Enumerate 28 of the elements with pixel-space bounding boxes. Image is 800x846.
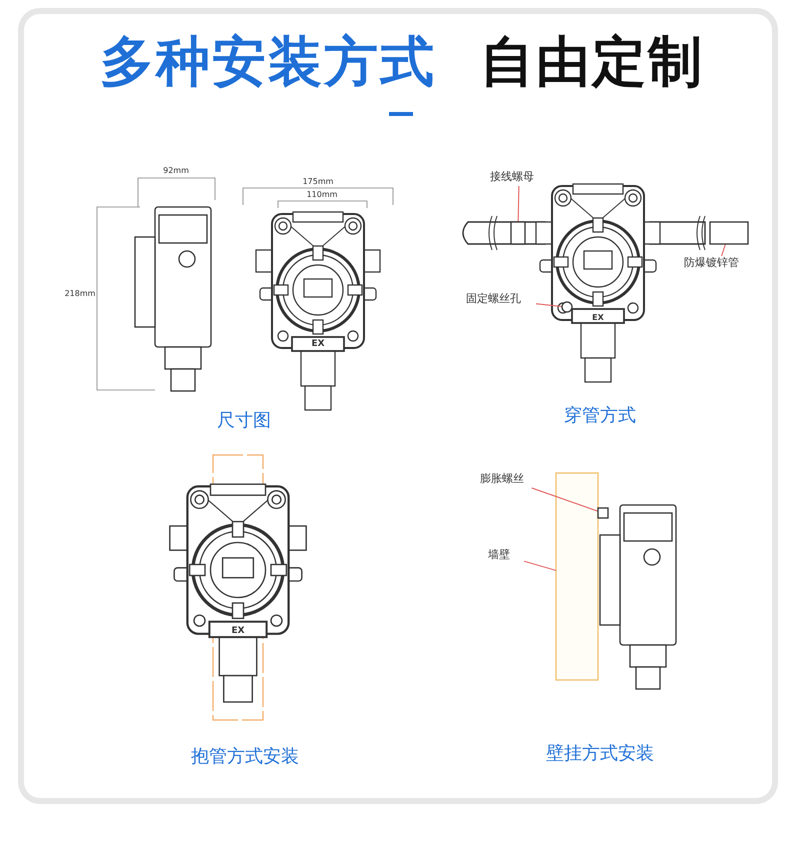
caption: 穿管方式 (564, 405, 636, 427)
leader-line (518, 186, 520, 222)
title: 自由定制 (480, 30, 704, 95)
callout-label: 固定螺丝孔 (466, 292, 521, 306)
wall (555, 472, 599, 681)
title: 多种安装方式 (100, 30, 436, 95)
ex-mark: EX (311, 339, 325, 350)
leader-line (524, 560, 556, 571)
callout-label: 膨胀螺丝 (480, 472, 524, 486)
ex-mark: EX (592, 313, 604, 323)
callout-label: 接线螺母 (490, 170, 534, 184)
dimension-label: 218mm (64, 289, 96, 299)
callout-label: 防爆镀锌管 (684, 256, 739, 270)
leader-line (536, 303, 562, 307)
caption: 壁挂方式安装 (546, 743, 654, 765)
leader-line (531, 488, 598, 512)
ex-mark: EX (231, 626, 245, 637)
cable-nut (510, 221, 526, 245)
expansion-screw (597, 507, 609, 519)
leader-line (721, 244, 726, 256)
pipe (709, 221, 749, 245)
caption: 抱管方式安装 (191, 746, 299, 768)
dimension-label: 175mm (302, 177, 334, 187)
screw-hole (561, 301, 573, 313)
callout-label: 墙壁 (488, 548, 510, 562)
dimension-label: 92mm (163, 166, 189, 176)
caption: 尺寸图 (217, 410, 271, 432)
dimension-label: 110mm (306, 190, 338, 200)
